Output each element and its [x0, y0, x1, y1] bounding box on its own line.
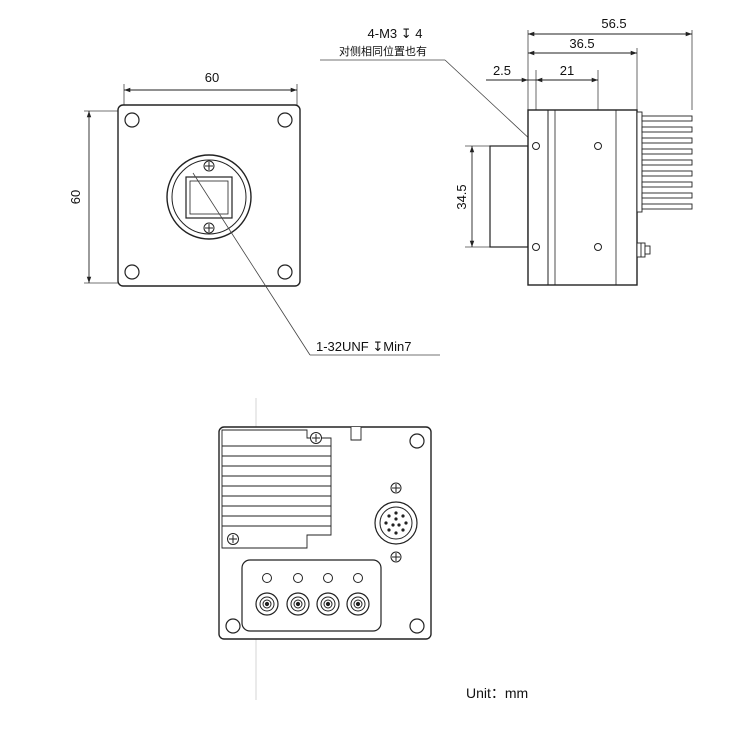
front-height-label: 60 [68, 190, 83, 204]
front-width-label: 60 [205, 70, 219, 85]
mounting-hole [409, 618, 425, 634]
camera-body-side [527, 109, 638, 286]
heatsink-fins [636, 111, 693, 213]
rear-view [218, 398, 432, 700]
unit-label: Unit：mm [466, 685, 528, 701]
offset-label: 2.5 [493, 63, 511, 78]
coax-port [316, 592, 340, 616]
rear-heatsink [221, 429, 332, 549]
thread-note: 1-32UNF ↧Min7 [316, 339, 411, 354]
circular-connector [374, 482, 418, 563]
heatsink-screw [227, 533, 239, 545]
mounting-hole [124, 112, 140, 128]
mounting-hole [124, 264, 140, 280]
mounting-hole [277, 112, 293, 128]
indicator-led [262, 573, 272, 583]
lens-screw [203, 222, 215, 234]
indicator-led [353, 573, 363, 583]
lens-screw [203, 160, 215, 172]
front-view: 60 60 1-32UNF [68, 70, 440, 356]
m3-hole [594, 243, 602, 251]
mounting-hole [225, 618, 241, 634]
rear-connector-side [636, 242, 651, 258]
hole-note-line1: 4-M3 ↧ 4 [368, 26, 423, 41]
side-view: 56.5 36.5 2.5 21 34.5 4-M3 ↧ 4 对侧相同位置也有 [320, 16, 693, 286]
height-label: 34.5 [454, 184, 469, 209]
hole-leader-line [444, 59, 534, 143]
indicator-led [293, 573, 303, 583]
hole-spacing-label: 21 [560, 63, 574, 78]
mounting-hole [277, 264, 293, 280]
m3-hole [594, 142, 602, 150]
connector-panel [241, 559, 382, 632]
coax-port [346, 592, 370, 616]
m3-hole [532, 142, 540, 150]
mounting-hole [409, 433, 425, 449]
indicator-led [323, 573, 333, 583]
thread-leader-line [192, 172, 311, 356]
overall-length-label: 56.5 [601, 16, 626, 31]
coax-port [255, 592, 279, 616]
hole-note-line2: 对侧相同位置也有 [339, 44, 427, 58]
heatsink-screw [310, 432, 322, 444]
body-length-label: 36.5 [569, 36, 594, 51]
m3-hole [532, 243, 540, 251]
lens-mount-side [489, 145, 529, 248]
coax-port [286, 592, 310, 616]
lens-mount [166, 154, 252, 240]
